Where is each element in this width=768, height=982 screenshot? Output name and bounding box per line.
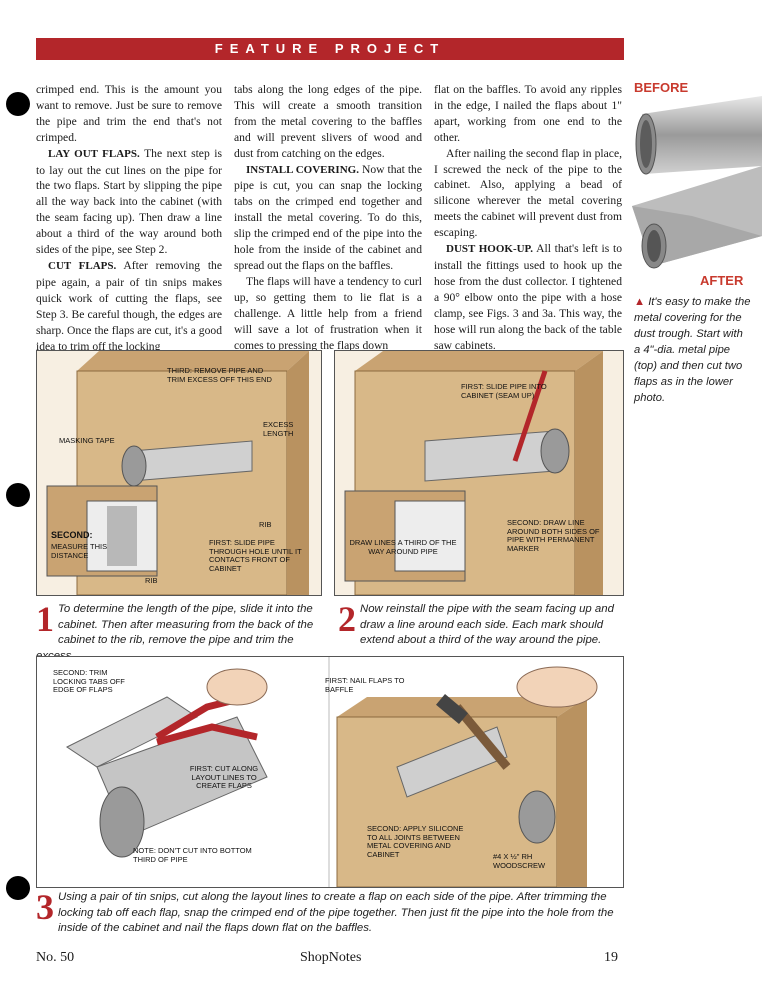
callout-second: SECOND: DRAW LINE AROUND BOTH SIDES OF P… [507,518,600,553]
section-heading: INSTALL COVERING. [246,163,359,176]
callout-rib-lower: RIB [145,576,158,585]
callout-masking-tape: MASKING TAPE [59,436,115,445]
figure-1: THIRD: REMOVE PIPE AND TRIM EXCESS OFF T… [36,350,322,596]
figure-2: FIRST: SLIDE PIPE INTO CABINET (SEAM UP)… [334,350,624,596]
callout-measure-distance: MEASURE THIS DISTANCE [51,542,108,560]
paragraph: INSTALL COVERING. Now that the pipe is c… [234,162,422,272]
paragraph: LAY OUT FLAPS. The next step is to lay o… [36,146,222,257]
paragraph: tabs along the long edges of the pipe. T… [234,83,422,160]
callout-note: NOTE: DON'T CUT INTO BOTTOM THIRD OF PIP… [133,846,252,864]
callout-second: SECOND: [51,530,93,540]
paragraph: CUT FLAPS. After removing the pipe again… [36,258,222,353]
text-column-1: crimped end. This is the amount you want… [36,82,222,354]
callout-first-cut: FIRST: CUT ALONG LAYOUT LINES TO CREATE … [189,764,259,790]
callout-second-trim: SECOND: TRIM LOCKING TABS OFF EDGE OF FL… [53,668,125,694]
triangle-icon: ▲ [634,296,646,308]
text-column-3: flat on the baffles. To avoid any ripple… [434,82,622,353]
figure-3-panel: SECOND: TRIM LOCKING TABS OFF EDGE OF FL… [36,656,624,888]
callout-rib: RIB [259,520,272,529]
callout-first: FIRST: SLIDE PIPE INTO CABINET (SEAM UP) [461,382,547,400]
footer-issue: No. 50 [36,950,75,965]
after-label: AFTER [700,273,744,288]
callout-first-nail: FIRST: NAIL FLAPS TO BAFFLE [325,676,405,694]
text-column-2: tabs along the long edges of the pipe. T… [234,82,422,353]
footer-page-number: 19 [604,950,618,965]
step-number: 3 [36,887,54,927]
step-number: 2 [338,599,356,639]
paragraph: The flaps will have a tendency to curl u… [234,274,422,352]
section-heading: LAY OUT FLAPS. [48,147,140,160]
binder-hole-bottom [6,876,30,900]
binder-hole-middle [6,483,30,507]
paragraph: crimped end. This is the amount you want… [36,83,222,144]
sidebar-photos [632,96,762,269]
tin-snips-illustration [66,668,268,858]
footer-magazine: ShopNotes [300,950,362,965]
callout-draw-lines: DRAW LINES A THIRD OF THE WAY AROUND PIP… [349,538,457,556]
section-heading: DUST HOOK-UP. [446,243,534,256]
after-pipe-photo [632,166,762,269]
feature-banner: FEATURE PROJECT [36,38,624,60]
paragraph: After nailing the second flap in place, … [434,146,622,240]
before-pipe-photo [635,96,762,175]
before-label: BEFORE [634,80,689,95]
step-number: 1 [36,599,54,639]
nailing-illustration [336,666,598,887]
callout-woodscrew: #4 x ½" Rh WOODSCREW [493,852,546,870]
callout-excess-length: EXCESS LENGTH [263,420,294,438]
paragraph: DUST HOOK-UP. All that's left is to inst… [434,242,622,352]
callout-third: THIRD: REMOVE PIPE AND TRIM EXCESS OFF T… [167,366,272,384]
callout-second-silicone: SECOND: APPLY SILICONE TO ALL JOINTS BET… [367,824,464,859]
callout-first: FIRST: SLIDE PIPE THROUGH HOLE UNTIL IT … [209,538,302,573]
binder-hole-top [6,92,30,116]
section-heading: CUT FLAPS. [48,259,117,272]
sidebar-caption: ▲ It's easy to make the metal covering f… [634,296,751,404]
paragraph: flat on the baffles. To avoid any ripple… [434,83,622,144]
